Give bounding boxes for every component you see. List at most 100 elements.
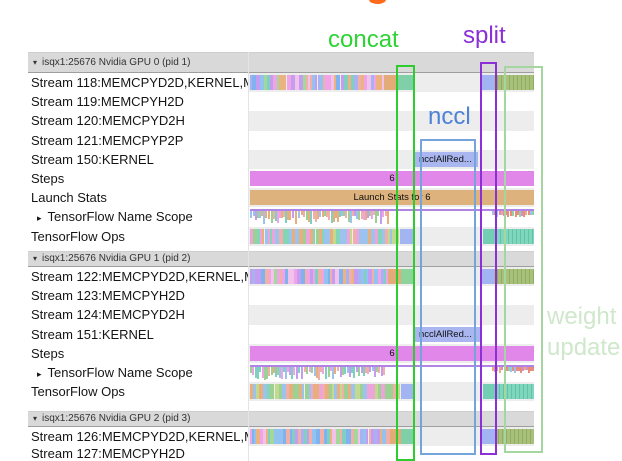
namescope-minibar xyxy=(520,367,522,373)
namescope-minibar xyxy=(356,211,358,220)
nccl-allreduce-bar[interactable]: ncclAllRed... xyxy=(413,326,480,342)
trace-event-stripe xyxy=(361,269,364,284)
trace-event-stripe xyxy=(351,75,354,90)
trace-event-stripe xyxy=(254,429,256,444)
trace-event-block[interactable] xyxy=(400,228,413,244)
row-label: Stream 122:MEMCPYD2D,KERNEL,MI xyxy=(0,267,248,286)
trace-event-stripe xyxy=(292,228,295,244)
row-label: Stream 127:MEMCPYH2D xyxy=(0,446,248,461)
trace-event-striped-block[interactable] xyxy=(496,384,534,400)
row-label-text: Stream 121:MEMCPYP2P xyxy=(31,132,184,148)
trace-event-stripe xyxy=(317,384,319,400)
namescope-minibar xyxy=(369,211,371,217)
namescope-minibar xyxy=(530,367,532,371)
trace-event-stripe xyxy=(299,228,303,244)
trace-event-block[interactable] xyxy=(401,269,414,284)
namescope-minibar xyxy=(304,367,306,372)
namescope-minibar xyxy=(289,367,291,376)
namescope-minibar xyxy=(322,367,324,375)
trace-event-stripe xyxy=(274,429,277,444)
namescope-minibar xyxy=(345,211,347,219)
namescope-minibar xyxy=(383,367,385,376)
namescope-minibar xyxy=(277,211,279,224)
trace-event-stripe xyxy=(265,228,268,244)
namescope-minibar xyxy=(268,367,270,377)
gpu-group-header-bar[interactable] xyxy=(28,411,534,427)
trace-event-block[interactable] xyxy=(401,429,415,444)
trace-event-stripe xyxy=(364,269,366,284)
trace-event-stripe xyxy=(316,429,320,444)
trace-event-stripe xyxy=(356,228,359,244)
collapse-triangle-icon[interactable]: ▾ xyxy=(33,254,38,263)
trace-event-striped-block[interactable] xyxy=(494,75,534,90)
nccl-allreduce-bar[interactable]: ncclAllRed... xyxy=(413,151,478,167)
expand-triangle-icon[interactable]: ▸ xyxy=(37,369,42,379)
trace-event-block[interactable] xyxy=(481,269,494,284)
row-label: ▸ TensorFlow Name Scope xyxy=(0,207,248,226)
trace-event-stripe xyxy=(386,269,388,284)
trace-event-stripe xyxy=(294,269,297,284)
trace-event-striped-block[interactable] xyxy=(494,269,534,284)
namescope-minibar xyxy=(252,367,254,376)
trace-event-stripe xyxy=(250,429,252,444)
namescope-minibar xyxy=(361,211,363,220)
gpu-group-header[interactable]: ▾isqx1:25676 Nvidia GPU 0 (pid 1) xyxy=(33,52,190,73)
trace-event-block[interactable] xyxy=(401,384,413,400)
namescope-minibar xyxy=(257,211,259,218)
trace-event-block[interactable] xyxy=(483,228,497,244)
row-label: TensorFlow Ops xyxy=(0,227,248,246)
namescope-minibar xyxy=(261,211,263,217)
namescope-minibar xyxy=(374,367,376,377)
trace-event-stripe xyxy=(382,75,384,90)
trace-event-block[interactable] xyxy=(481,429,495,444)
trace-event-stripe xyxy=(252,429,254,444)
namescope-minibar xyxy=(343,211,345,217)
trace-event-stripe xyxy=(336,429,340,444)
namescope-minibar xyxy=(367,211,369,219)
trace-event-stripe xyxy=(366,429,368,444)
expand-triangle-icon[interactable]: ▸ xyxy=(37,213,42,224)
timeline-row-bg xyxy=(249,149,534,169)
gpu-group-header-bar[interactable] xyxy=(28,251,534,267)
trace-event-stripe xyxy=(263,384,267,400)
trace-event-striped-block[interactable] xyxy=(497,228,534,244)
gpu-group-header[interactable]: ▾isqx1:25676 Nvidia GPU 1 (pid 2) xyxy=(33,251,190,267)
collapse-triangle-icon[interactable]: ▾ xyxy=(33,414,38,423)
trace-event-block[interactable] xyxy=(398,75,414,90)
trace-event-block[interactable] xyxy=(388,269,401,284)
namescope-minibar xyxy=(301,211,303,216)
row-label: Steps xyxy=(0,169,248,188)
row-label-text: Stream 151:KERNEL xyxy=(31,326,154,342)
row-label-text: Stream 124:MEMCPYD2H xyxy=(31,307,185,323)
namescope-minibar xyxy=(348,211,350,222)
namescope-minibar xyxy=(358,211,360,221)
trace-event-stripe xyxy=(371,384,375,400)
row-label: Launch Stats xyxy=(0,188,248,207)
trace-event-stripe xyxy=(351,384,355,400)
collapse-triangle-icon[interactable]: ▾ xyxy=(33,58,38,67)
trace-event-stripe xyxy=(307,269,310,284)
trace-event-block[interactable] xyxy=(483,384,496,400)
trace-event-stripe xyxy=(368,228,371,244)
namescope-minibar xyxy=(340,367,342,378)
trace-event-stripe xyxy=(307,429,309,444)
trace-event-stripe xyxy=(336,75,340,90)
trace-event-block[interactable] xyxy=(390,429,401,444)
trace-event-block[interactable] xyxy=(481,75,494,90)
row-label: Stream 124:MEMCPYD2H xyxy=(0,305,248,324)
steps-bar[interactable]: 6 xyxy=(250,345,534,361)
row-label: Stream 120:MEMCPYD2H xyxy=(0,111,248,130)
row-label-text: TensorFlow Name Scope xyxy=(47,209,193,225)
trace-event-stripe xyxy=(313,269,315,284)
trace-event-stripe xyxy=(270,429,274,444)
launch-stats-bar[interactable]: Launch Stats for 6 xyxy=(250,190,534,206)
trace-event-stripe xyxy=(305,269,307,284)
steps-bar[interactable]: 6 xyxy=(250,171,534,186)
trace-event-stripe xyxy=(364,228,368,244)
gpu-group-header[interactable]: ▾isqx1:25676 Nvidia GPU 2 (pid 3) xyxy=(33,411,190,427)
trace-event-striped-block[interactable] xyxy=(495,429,534,444)
namescope-minibar xyxy=(365,367,367,374)
gpu-group-header-bar[interactable] xyxy=(28,52,534,73)
trace-event-block[interactable] xyxy=(384,75,398,90)
